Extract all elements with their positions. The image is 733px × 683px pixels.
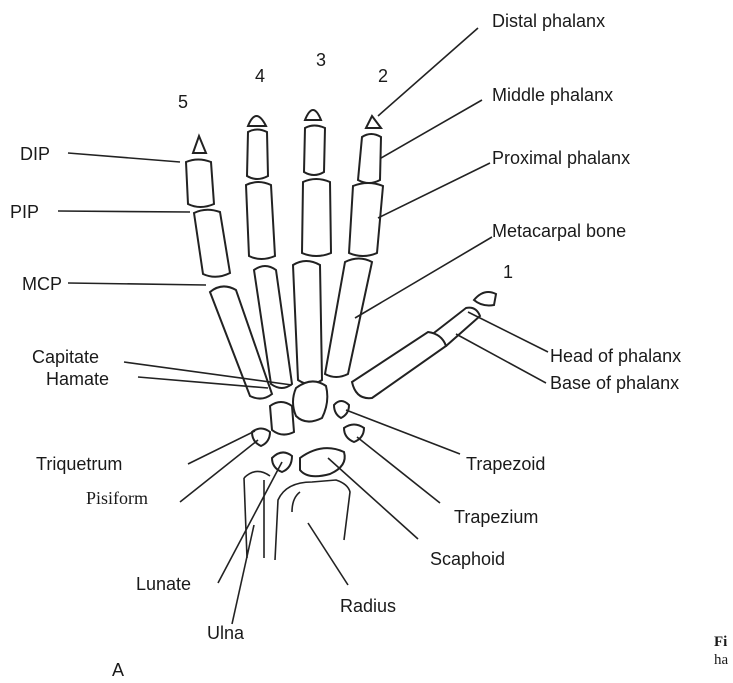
caption-fragment-line1: Fi bbox=[714, 634, 727, 650]
label-head-of-phalanx: Head of phalanx bbox=[550, 346, 681, 366]
distal-phalanx-5 bbox=[193, 136, 206, 153]
label-middle-phalanx: Middle phalanx bbox=[492, 85, 613, 105]
hamate-bone bbox=[270, 402, 294, 435]
label-radius: Radius bbox=[340, 596, 396, 616]
labels: Distal phalanx Middle phalanx Proximal p… bbox=[10, 11, 729, 680]
label-trapezoid: Trapezoid bbox=[466, 454, 545, 474]
digit-number-2: 2 bbox=[378, 66, 388, 86]
middle-phalanx-2 bbox=[358, 134, 381, 183]
label-mcp: MCP bbox=[22, 274, 62, 294]
ulna-bone bbox=[244, 471, 270, 478]
label-base-of-phalanx: Base of phalanx bbox=[550, 373, 679, 393]
scaphoid-bone bbox=[300, 448, 345, 476]
proximal-phalanx-3 bbox=[302, 179, 331, 256]
digit-number-5: 5 bbox=[178, 92, 188, 112]
distal-phalanx-2 bbox=[366, 116, 381, 128]
caption-fragment-line2: ha bbox=[714, 652, 729, 668]
distal-phalanx-1 bbox=[474, 292, 496, 305]
label-triquetrum: Triquetrum bbox=[36, 454, 122, 474]
middle-phalanx-4 bbox=[247, 130, 268, 180]
radius-inner bbox=[292, 492, 300, 512]
digit-number-3: 3 bbox=[316, 50, 326, 70]
label-pip: PIP bbox=[10, 202, 39, 222]
middle-phalanx-3 bbox=[304, 126, 325, 176]
label-scaphoid: Scaphoid bbox=[430, 549, 505, 569]
digit-number-4: 4 bbox=[255, 66, 265, 86]
distal-phalanx-3 bbox=[305, 110, 321, 120]
proximal-phalanx-5 bbox=[194, 210, 230, 277]
metacarpal-3 bbox=[293, 261, 322, 384]
middle-phalanx-5 bbox=[186, 160, 214, 208]
label-metacarpal-bone: Metacarpal bone bbox=[492, 221, 626, 241]
label-hamate: Hamate bbox=[46, 369, 109, 389]
proximal-phalanx-2 bbox=[349, 183, 383, 256]
label-distal-phalanx: Distal phalanx bbox=[492, 11, 605, 31]
distal-phalanx-4 bbox=[248, 116, 266, 126]
label-lunate: Lunate bbox=[136, 574, 191, 594]
metacarpal-1 bbox=[352, 332, 446, 398]
radius-bone bbox=[275, 480, 350, 560]
ulna-shaft-left bbox=[244, 478, 247, 558]
label-trapezium: Trapezium bbox=[454, 507, 538, 527]
label-ulna: Ulna bbox=[207, 623, 245, 643]
capitate-bone bbox=[293, 381, 327, 421]
panel-label: A bbox=[112, 660, 124, 680]
metacarpal-2 bbox=[325, 259, 372, 378]
label-capitate: Capitate bbox=[32, 347, 99, 367]
label-pisiform: Pisiform bbox=[86, 488, 148, 508]
hand-skeleton bbox=[186, 110, 496, 560]
label-dip: DIP bbox=[20, 144, 50, 164]
proximal-phalanx-4 bbox=[246, 182, 275, 259]
digit-number-1: 1 bbox=[503, 262, 513, 282]
label-proximal-phalanx: Proximal phalanx bbox=[492, 148, 630, 168]
